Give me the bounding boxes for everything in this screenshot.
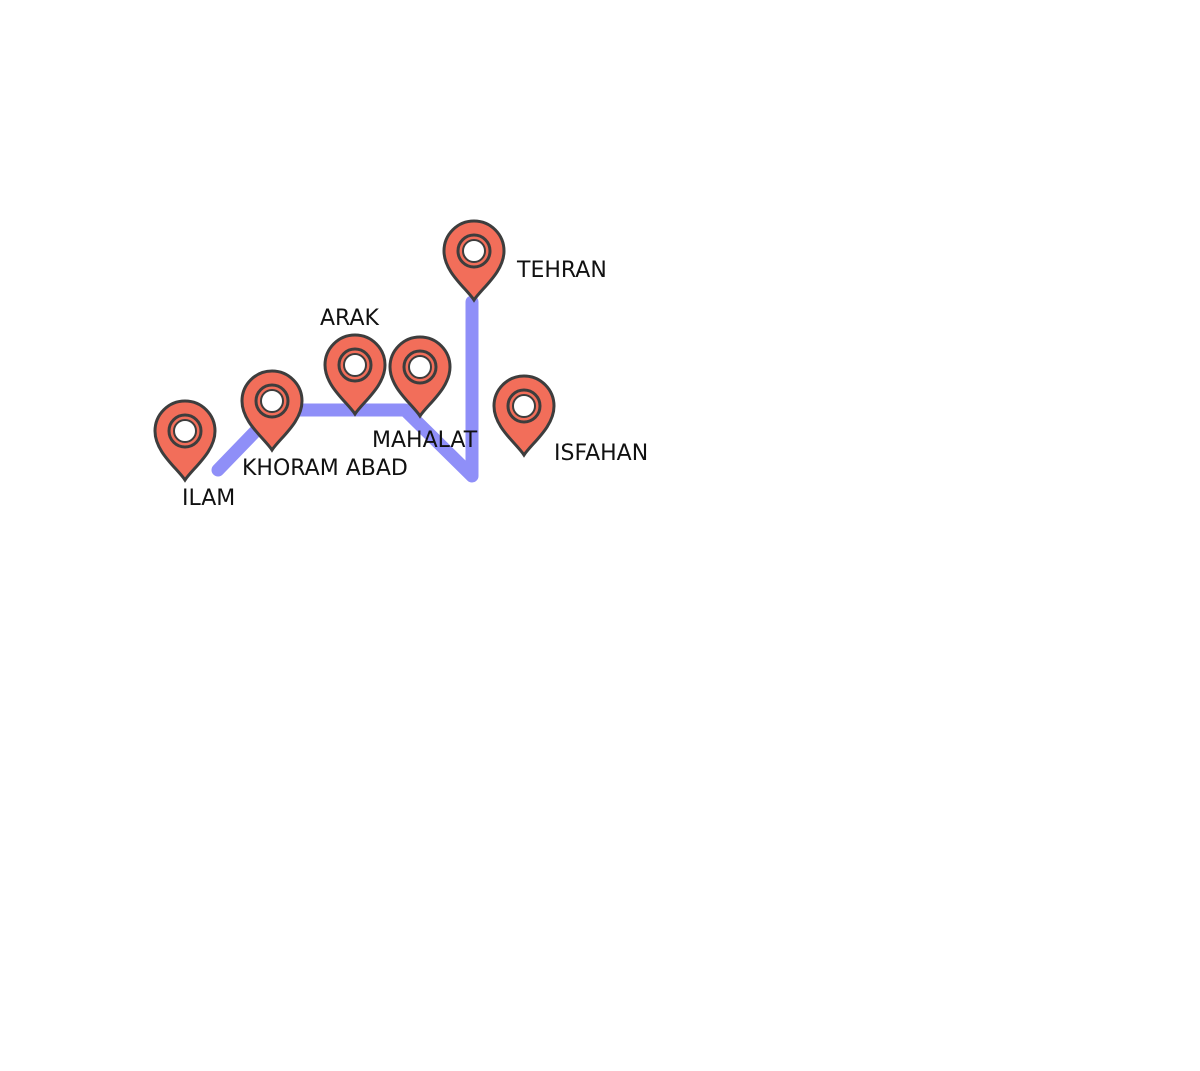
map-pin-icon[interactable] xyxy=(442,219,506,303)
city-label-tehran: TEHRAN xyxy=(516,258,607,283)
map-pin-ring xyxy=(337,347,373,383)
map-pin-hole xyxy=(512,394,536,418)
map-pin-hole xyxy=(343,353,367,377)
city-label-arak: ARAK xyxy=(320,306,379,331)
map-pin-icon[interactable] xyxy=(323,333,387,417)
map-pin-icon[interactable] xyxy=(492,374,556,458)
map-pin-icon[interactable] xyxy=(153,399,217,483)
map-pin-ring xyxy=(167,413,203,449)
map-pin-ring xyxy=(402,349,438,385)
map-pin-ring xyxy=(254,383,290,419)
map-pin-ring xyxy=(456,233,492,269)
map-pin-icon[interactable] xyxy=(240,369,304,453)
labels-layer: ILAM KHORAM ABAD ARAK MAHALAT TEHRAN ISFAHAN xyxy=(182,258,648,511)
markers-layer xyxy=(153,219,556,483)
map-pin-ring xyxy=(506,388,542,424)
map-pin-icon[interactable] xyxy=(388,335,452,419)
city-label-mahalat: MAHALAT xyxy=(372,428,478,453)
city-label-ilam: ILAM xyxy=(182,486,235,511)
map-pin-hole xyxy=(462,239,486,263)
map-pin-hole xyxy=(408,355,432,379)
map-pin-hole xyxy=(173,419,197,443)
city-label-khoram-abad: KHORAM ABAD xyxy=(242,456,408,481)
map-pin-hole xyxy=(260,389,284,413)
city-label-isfahan: ISFAHAN xyxy=(554,441,648,466)
